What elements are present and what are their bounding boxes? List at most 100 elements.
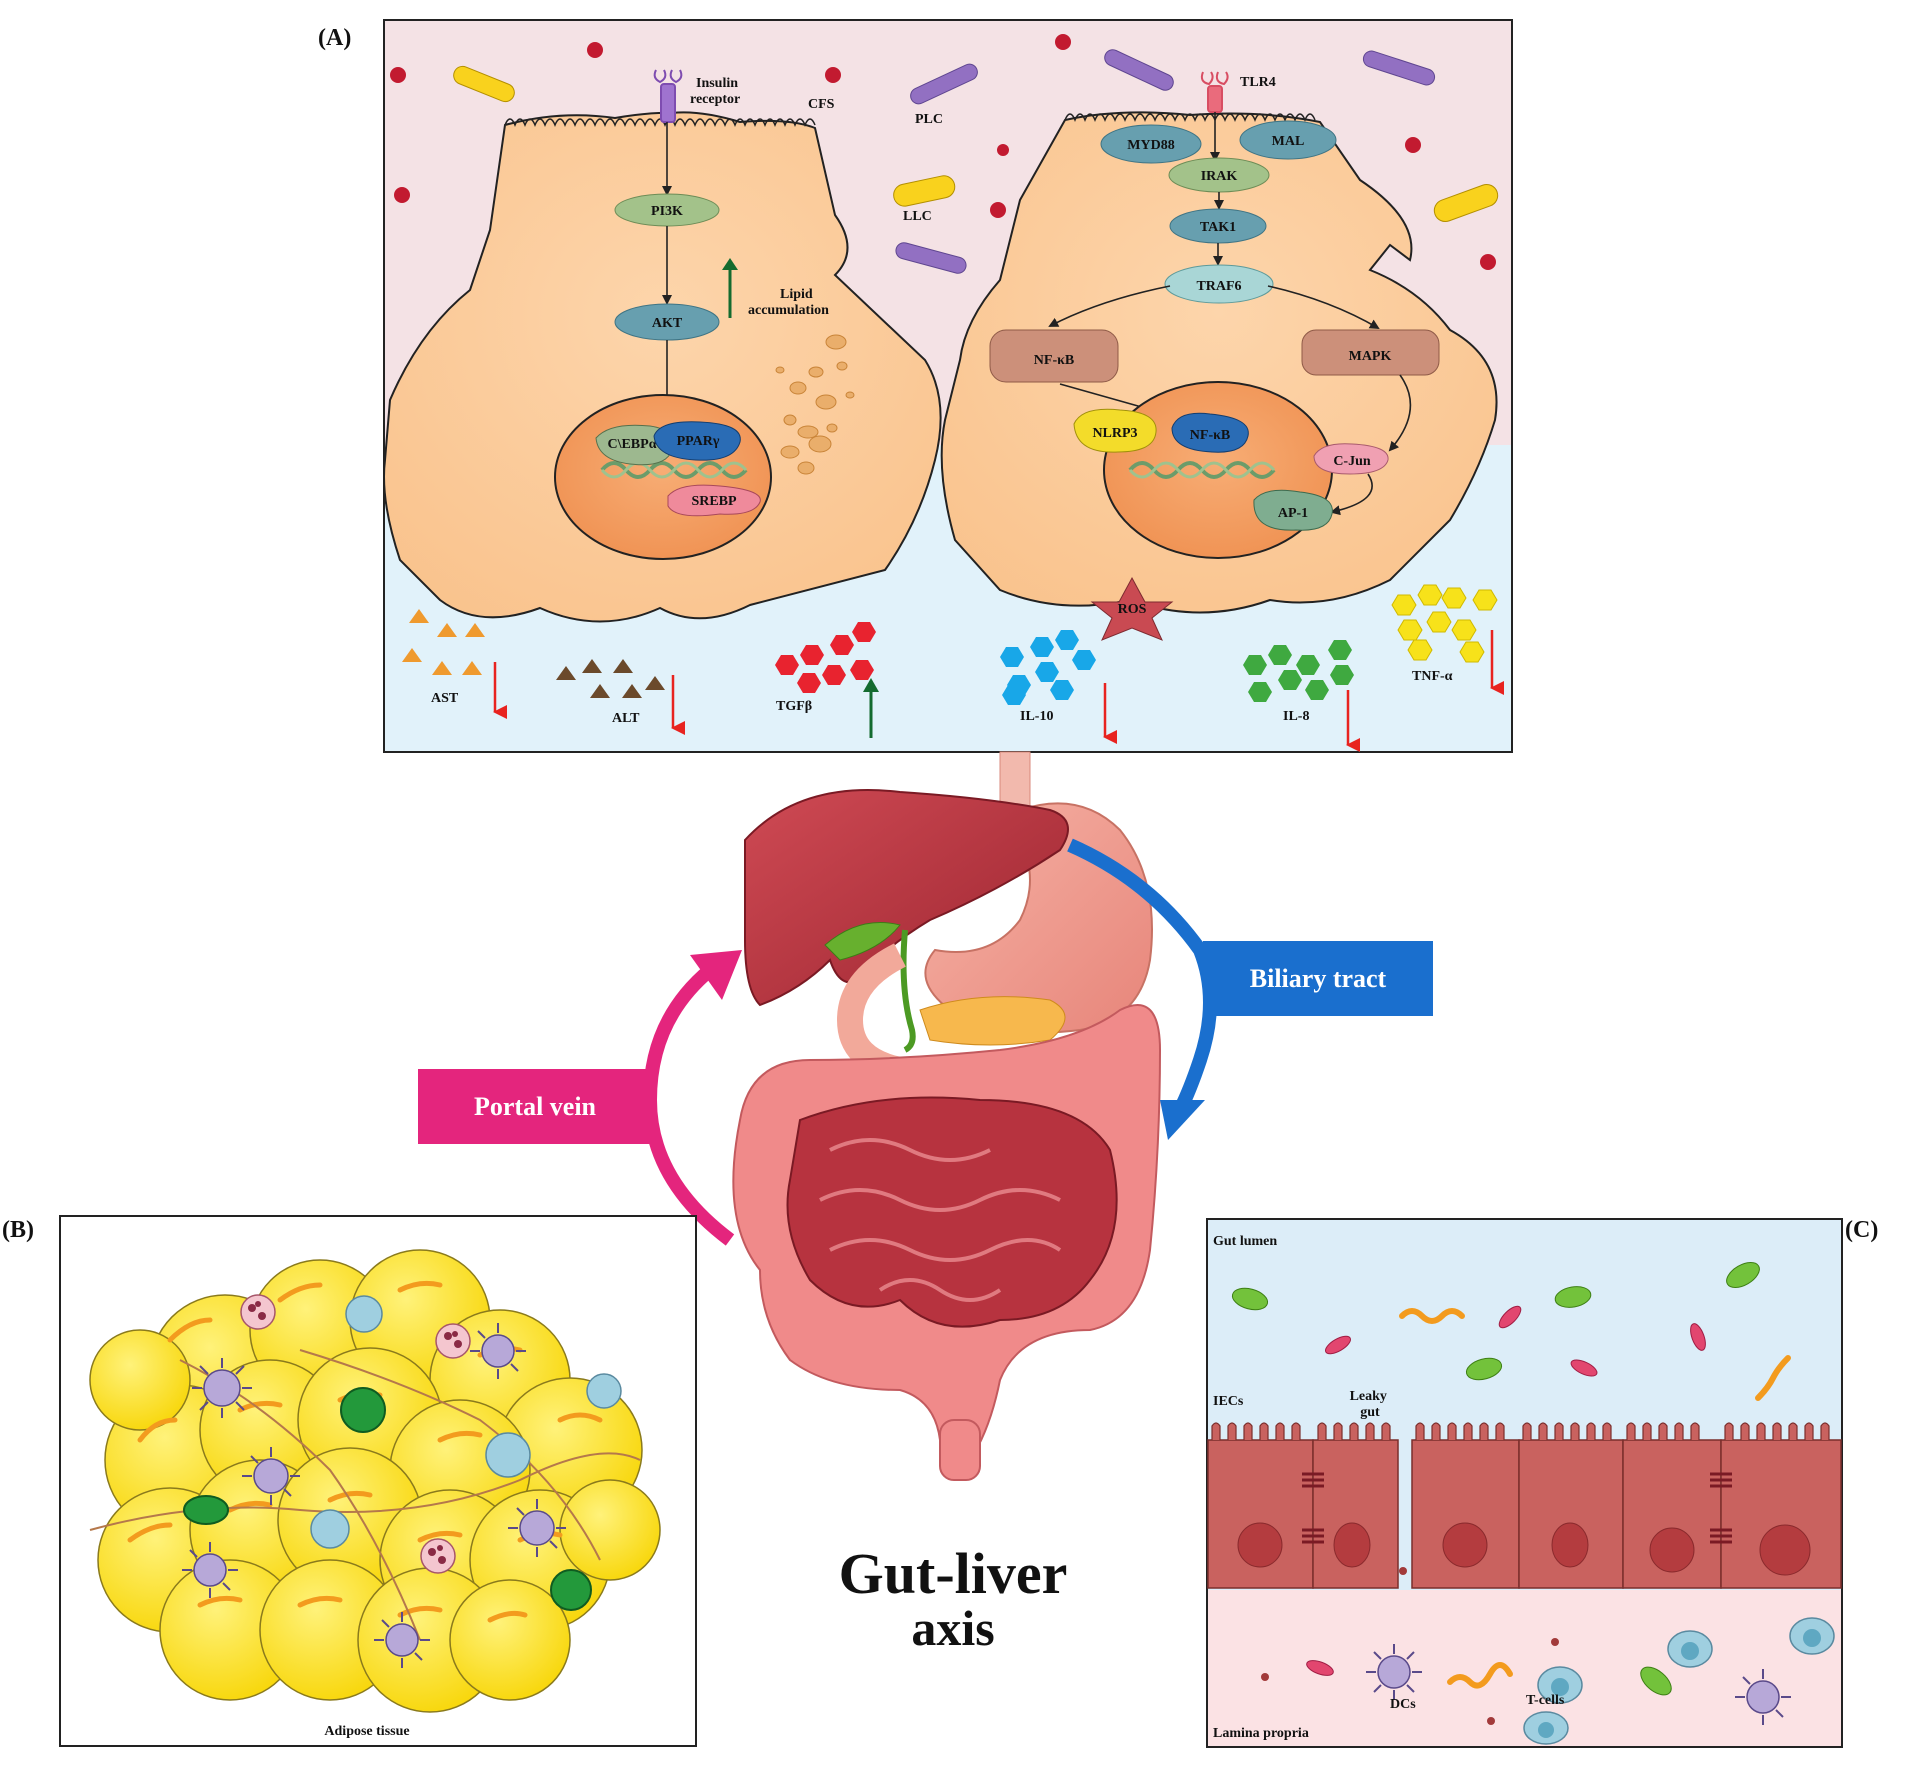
portal-vein-label: Portal vein	[474, 1092, 597, 1121]
node-nfkb	[989, 329, 1119, 383]
small-intestine	[786, 1096, 1118, 1328]
label-ros: ROS	[1118, 602, 1147, 617]
bacterium-yellow	[1433, 183, 1499, 223]
lipid-up-arrowhead	[722, 258, 738, 270]
panel-b-label: (B)	[2, 1217, 34, 1243]
rectum	[939, 1419, 981, 1481]
panel-b-caption: Adipose tissue	[324, 1724, 409, 1739]
label-iecs: IECs	[1213, 1394, 1244, 1409]
node-pparg	[653, 421, 741, 461]
label-akt: AKT	[652, 316, 683, 331]
label-cebpa: C\EBPα	[607, 437, 656, 452]
dendritic-cell-icons	[1377, 1655, 1780, 1714]
epithelial-cells	[1207, 1439, 1842, 1589]
node-mapk	[1301, 329, 1440, 376]
green-cell-icons	[183, 1387, 592, 1611]
panel-c-label: (C)	[1845, 1217, 1878, 1243]
nucleus-right	[1103, 381, 1333, 559]
label-nfkb-nucleus: NF-κB	[1190, 428, 1230, 443]
portal-vein-box	[418, 1069, 655, 1144]
arrow-mapk-cjun	[1388, 374, 1412, 452]
bacterium-purple	[910, 63, 978, 105]
label-plc: PLC	[915, 112, 943, 127]
panel-b: (B)	[2, 1215, 697, 1747]
arrow-traf6-mapk	[1267, 285, 1380, 330]
bacterium-purple	[895, 242, 967, 274]
biliary-tract-connector: Biliary tract	[1067, 838, 1433, 1140]
label-llc: LLC	[903, 209, 932, 224]
label-lipid: Lipid accumulation	[748, 287, 829, 318]
tight-junctions	[1302, 1472, 1732, 1544]
alt-triangles	[556, 659, 665, 698]
insulin-receptor-icon	[653, 69, 683, 123]
pancreas	[919, 996, 1066, 1046]
t-cell-nuclei	[1538, 1629, 1821, 1738]
gallbladder	[824, 922, 901, 961]
panel-c: (C) Gut lumen IECs Leaky gut	[1206, 1217, 1878, 1748]
label-tcells: T-cells	[1526, 1693, 1565, 1708]
label-cjun: C-Jun	[1333, 454, 1371, 469]
bacterium-purple	[1104, 49, 1174, 91]
arrow-traf6-nfkb	[1048, 285, 1171, 327]
label-mal: MAL	[1272, 134, 1305, 149]
ast-triangles	[402, 609, 485, 675]
node-ap1	[1253, 489, 1333, 531]
il8-hexagons	[1243, 640, 1354, 702]
biliary-tract-box	[1203, 941, 1433, 1016]
digestive-system-illustration	[732, 751, 1162, 1481]
bacterium-yellow	[453, 65, 515, 103]
label-tnfa: TNF-α	[1412, 669, 1453, 684]
tlr4-receptor-icon	[1200, 71, 1229, 113]
hepatocyte-right	[940, 111, 1498, 614]
label-myd88: MYD88	[1127, 138, 1174, 153]
arrow-cjun-ap1	[1330, 473, 1373, 516]
label-alt: ALT	[612, 711, 640, 726]
label-dcs: DCs	[1390, 1697, 1416, 1712]
tgfb-hexagons	[775, 622, 876, 693]
node-myd88	[1100, 124, 1202, 164]
label-leaky-gut: Leaky gut	[1350, 1389, 1391, 1420]
node-srebp	[667, 484, 761, 517]
title-line1: Gut-liver	[839, 1541, 1068, 1606]
label-tgfb: TGFβ	[776, 699, 812, 714]
label-ast: AST	[431, 691, 459, 706]
node-nlrp3	[1073, 408, 1157, 453]
node-nfkb-nucleus	[1171, 412, 1249, 453]
portal-vein-connector: Portal vein	[418, 950, 742, 1246]
red-particles	[390, 34, 1496, 270]
label-pparg: PPARγ	[677, 434, 720, 449]
node-traf6	[1164, 264, 1274, 304]
label-srebp: SREBP	[691, 494, 737, 509]
label-lamina-propria: Lamina propria	[1213, 1726, 1309, 1741]
label-traf6: TRAF6	[1196, 279, 1241, 294]
bacterium-yellow	[893, 175, 956, 207]
ros-star-icon	[1090, 576, 1174, 641]
dendritic-cell-spikes	[1366, 1644, 1791, 1725]
macrophage-spikes	[182, 1323, 566, 1668]
lumen-bacteria	[1231, 1262, 1791, 1696]
panel-a-label: (A)	[318, 25, 351, 51]
duodenum	[836, 943, 907, 1083]
biliary-tract-arrowhead	[1160, 1100, 1205, 1140]
bile-duct	[900, 929, 916, 1053]
portal-vein-arrowhead	[690, 950, 742, 1000]
panel-a: (A) CFS PLC LLC Insulin	[318, 19, 1513, 753]
lymphocyte-icons	[310, 1295, 622, 1549]
label-il8: IL-8	[1283, 709, 1309, 724]
bacterium-purple	[1362, 50, 1436, 86]
label-mapk: MAPK	[1349, 349, 1392, 364]
label-insulin-receptor: Insulin receptor	[690, 76, 742, 107]
label-nlrp3: NLRP3	[1092, 426, 1137, 441]
node-mal	[1239, 120, 1337, 160]
label-tak1: TAK1	[1200, 220, 1236, 235]
label-cfs: CFS	[808, 97, 835, 112]
label-gut-lumen: Gut lumen	[1213, 1234, 1277, 1249]
dna-helix-right-b	[1128, 461, 1276, 479]
label-nfkb: NF-κB	[1034, 353, 1074, 368]
microvilli	[1211, 1422, 1830, 1440]
small-intestine-loops	[819, 1138, 1062, 1302]
hepatocyte-left	[383, 111, 942, 623]
label-pi3k: PI3K	[651, 204, 683, 219]
liver	[744, 789, 1069, 1007]
